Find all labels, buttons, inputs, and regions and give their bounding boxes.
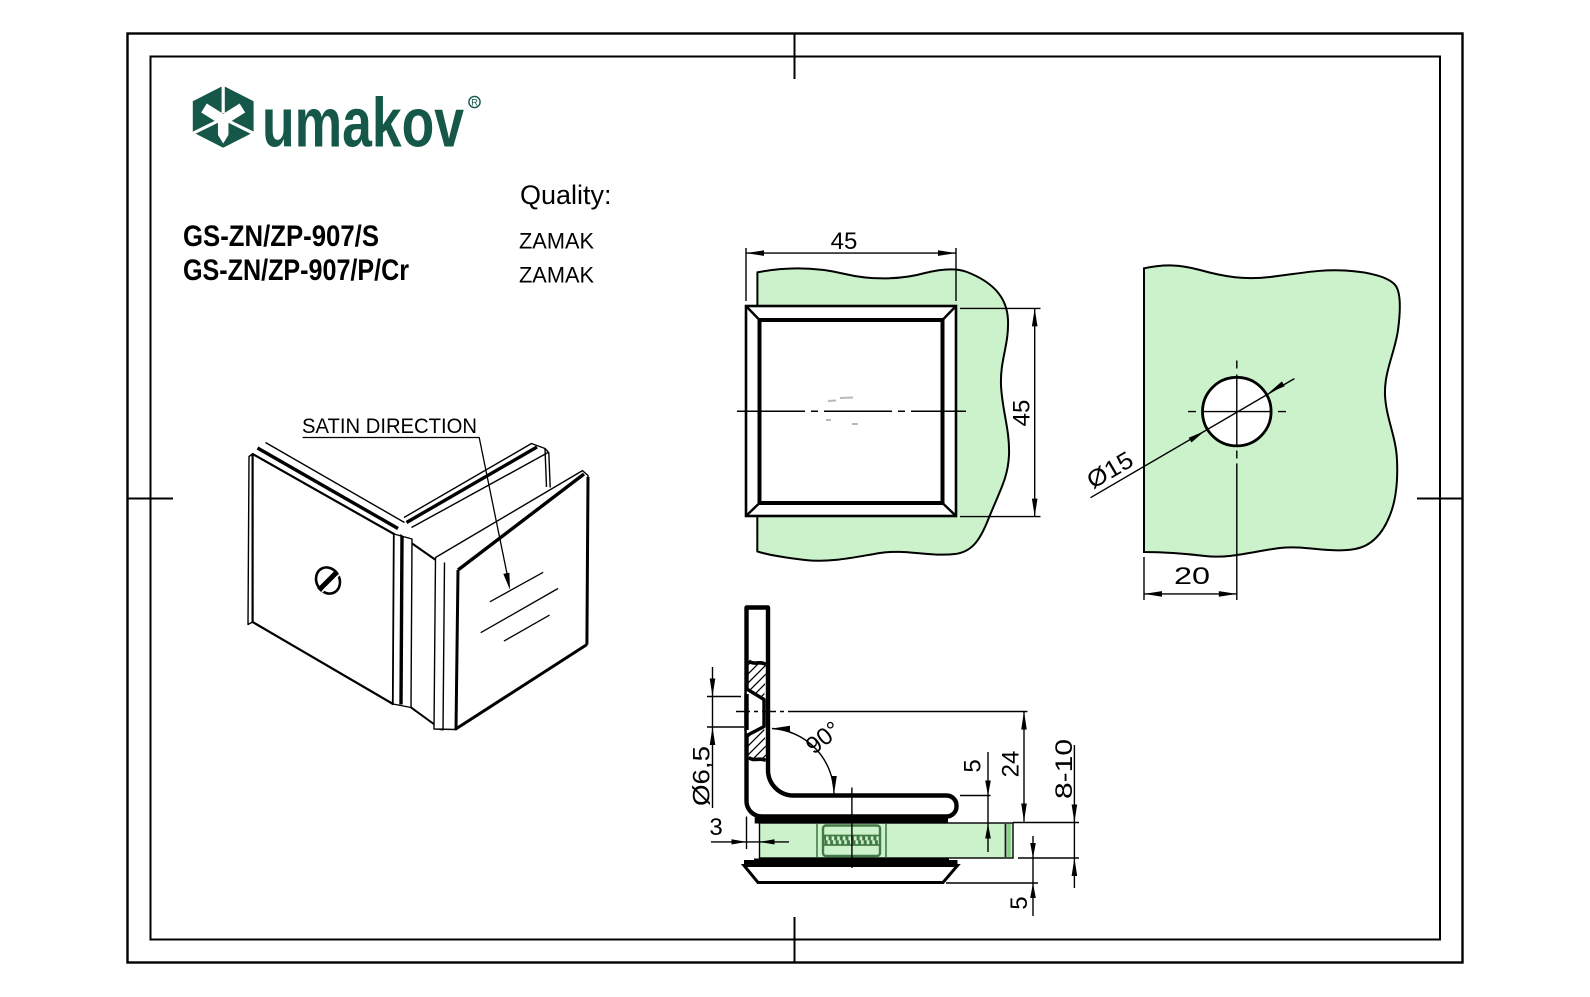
svg-text:SATIN DIRECTION: SATIN DIRECTION [302,414,477,438]
svg-text:ZAMAK: ZAMAK [519,263,594,288]
svg-text:8-10: 8-10 [1051,739,1078,799]
svg-text:5: 5 [1006,896,1033,909]
svg-text:GS-ZN/ZP-907/S: GS-ZN/ZP-907/S [183,220,379,253]
svg-text:45: 45 [831,228,858,255]
svg-text:24: 24 [998,751,1025,778]
svg-text:3: 3 [709,814,722,841]
svg-text:Quality:: Quality: [520,180,612,210]
svg-text:R: R [471,98,478,109]
svg-text:ZAMAK: ZAMAK [519,229,594,254]
svg-text:umakov: umakov [262,84,464,162]
svg-text:45: 45 [1008,400,1035,427]
svg-text:5: 5 [960,759,987,772]
svg-text:Ø6,5: Ø6,5 [689,746,716,806]
svg-text:GS-ZN/ZP-907/P/Cr: GS-ZN/ZP-907/P/Cr [183,254,409,287]
svg-text:20: 20 [1174,563,1210,590]
